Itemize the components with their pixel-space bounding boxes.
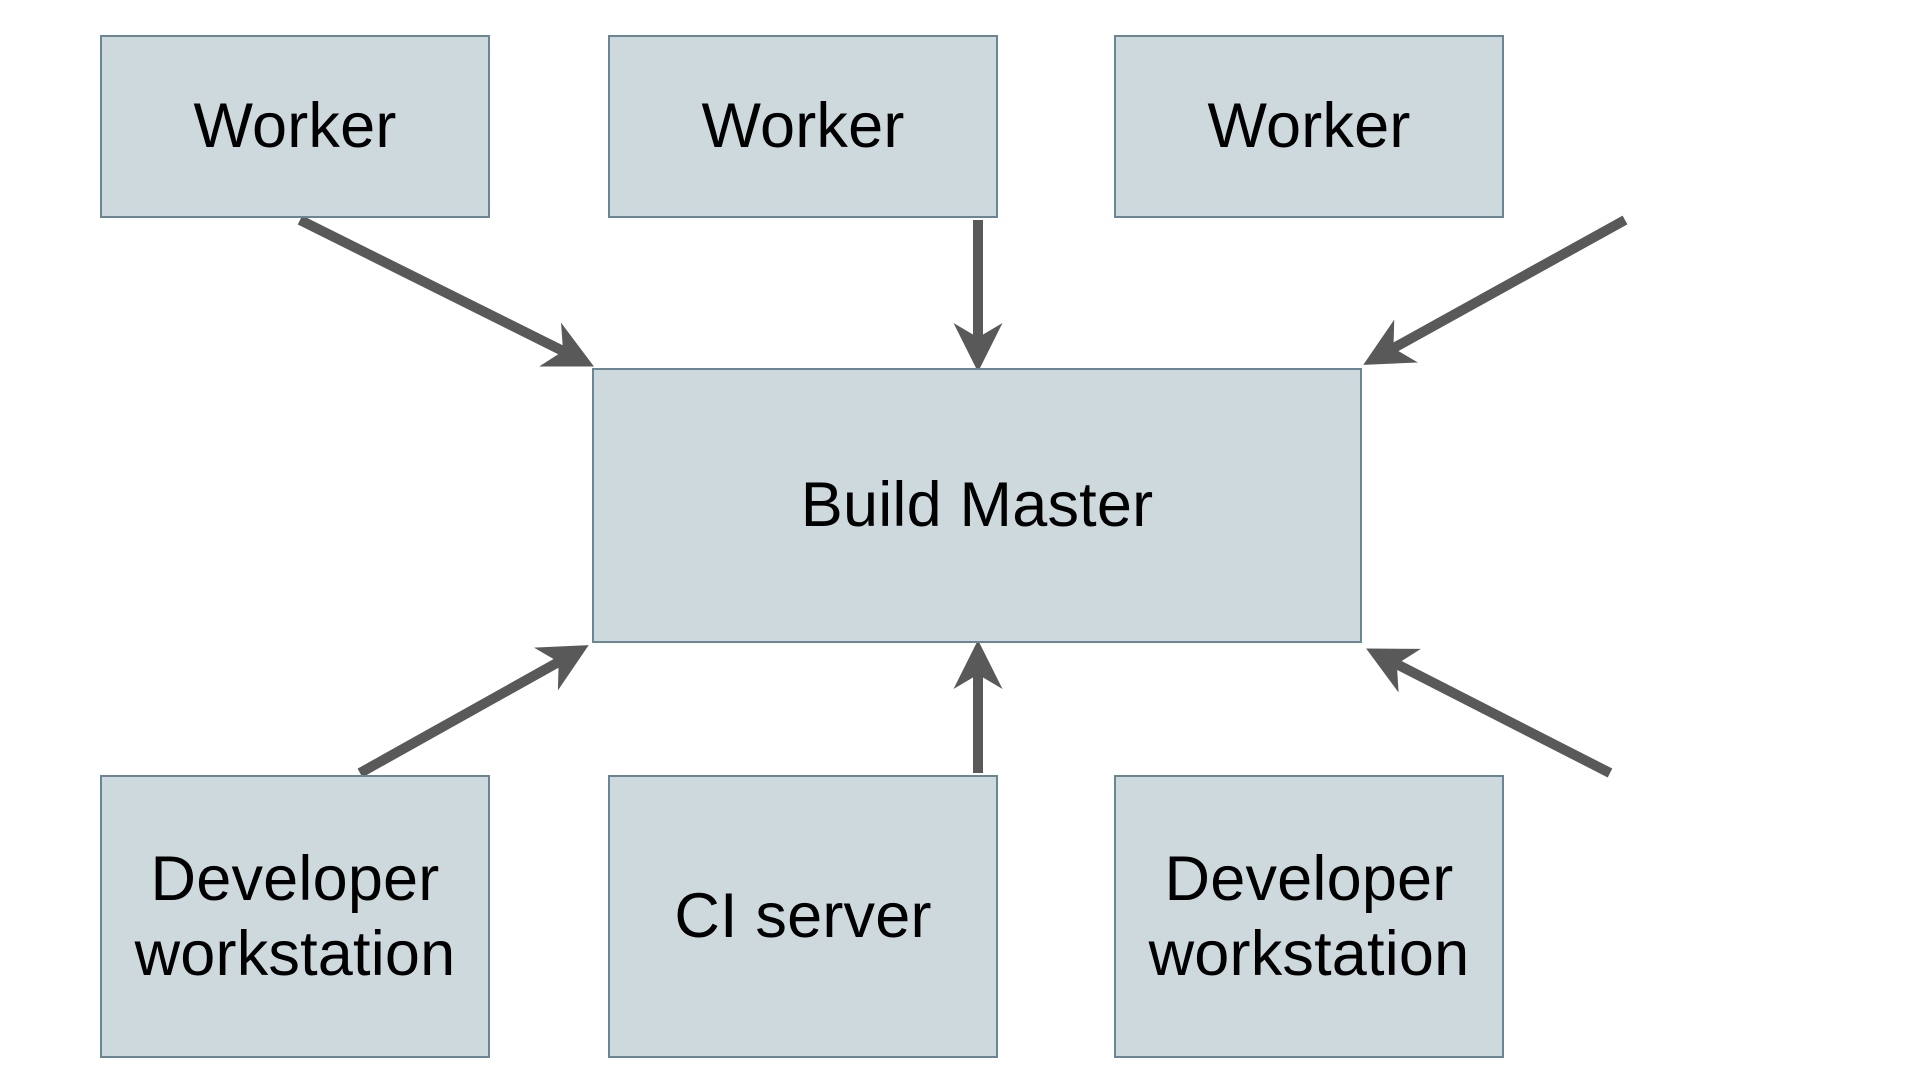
node-label-developer-workstation-right: Developer workstation [1148,844,1470,989]
edge-dev-left-to-build-master [357,645,589,778]
node-label-ci-server: CI server [674,881,932,952]
node-label-worker-right: Worker [1207,91,1411,162]
node-worker-left[interactable]: Worker [100,35,490,218]
node-worker-right[interactable]: Worker [1114,35,1504,218]
edge-dev-right-to-build-master [1366,648,1613,778]
node-build-master[interactable]: Build Master [592,368,1362,643]
node-developer-workstation-right[interactable]: Developer workstation [1114,775,1504,1058]
edge-worker-right-to-build-master [1363,215,1628,365]
node-label-worker-mid: Worker [701,91,905,162]
node-label-worker-left: Worker [193,91,397,162]
node-developer-workstation-left[interactable]: Developer workstation [100,775,490,1058]
edge-worker-left-to-build-master [297,215,594,367]
node-worker-mid[interactable]: Worker [608,35,998,218]
node-ci-server[interactable]: CI server [608,775,998,1058]
node-label-developer-workstation-left: Developer workstation [134,844,456,989]
node-label-build-master: Build Master [800,470,1154,541]
